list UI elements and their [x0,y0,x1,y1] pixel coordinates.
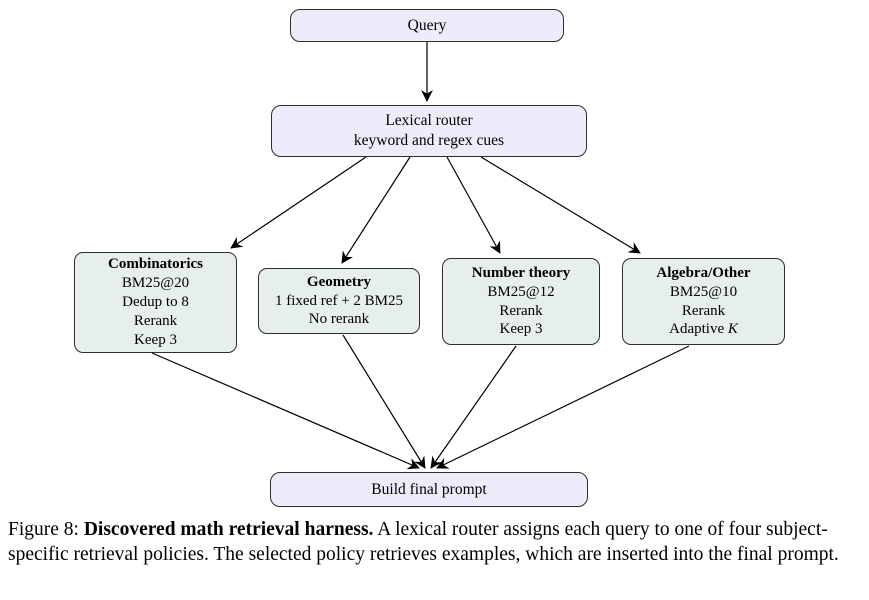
node-number-theory-title: Number theory [471,264,571,281]
node-router-line2: keyword and regex cues [353,132,505,149]
caption-bold-title: Discovered math retrieval harness. [83,519,374,540]
diagram-arrows [151,42,690,470]
node-combinatorics-line: Rerank [133,312,178,329]
arrow-router-to-combinatorics [230,156,367,249]
node-algebra-adaptive-label: Adaptive [669,321,725,338]
node-combinatorics-line: Keep 3 [134,331,177,348]
arrow-combinatorics-to-build [151,352,420,470]
node-query: Query [290,9,564,42]
node-geometry: Geometry 1 fixed ref + 2 BM25 No rerank [258,268,420,334]
node-build-label: Build final prompt [371,480,487,498]
node-combinatorics-line: BM25@20 [121,275,190,292]
node-combinatorics-title: Combinatorics [108,256,203,273]
node-router-line1: Lexical router [385,112,473,130]
retrieval-harness-diagram: Query Lexical router keyword and regex c… [74,9,785,507]
node-number-theory-line: Keep 3 [499,321,543,338]
node-algebra-adaptive-k: K [727,321,738,338]
arrow-algebra-to-build [436,345,690,469]
node-number-theory: Number theory BM25@12 Rerank Keep 3 [442,258,600,345]
arrow-router-to-geometry [341,156,411,264]
arrow-number-theory-to-build [430,345,517,469]
caption-figure-label: Figure 8: [8,519,84,540]
node-algebra-line: Rerank [681,302,726,319]
node-geometry-title: Geometry [306,273,372,290]
node-combinatorics: Combinatorics BM25@20 Dedup to 8 Rerank … [74,252,237,353]
node-algebra-line: BM25@10 [669,283,738,300]
node-build-final-prompt: Build final prompt [270,472,588,507]
node-geometry-line: No rerank [308,311,370,328]
figure-caption: Figure 8: Discovered math retrieval harn… [8,518,861,568]
node-algebra-line-adaptive: Adaptive K [669,320,738,339]
node-number-theory-line: Rerank [499,302,543,319]
arrow-router-to-number-theory [446,156,501,254]
node-number-theory-line: BM25@12 [487,283,555,300]
node-lexical-router: Lexical router keyword and regex cues [271,105,587,157]
arrow-geometry-to-build [342,334,426,469]
arrow-router-to-algebra [480,156,641,254]
node-combinatorics-line: Dedup to 8 [122,294,189,311]
node-algebra-title: Algebra/Other [656,264,751,281]
node-algebra-other: Algebra/Other BM25@10 Rerank Adaptive K [622,258,785,345]
node-geometry-line: 1 fixed ref + 2 BM25 [274,292,404,309]
node-query-label: Query [407,16,447,34]
caption-body-text: A lexical router assigns each query to o… [8,519,839,565]
